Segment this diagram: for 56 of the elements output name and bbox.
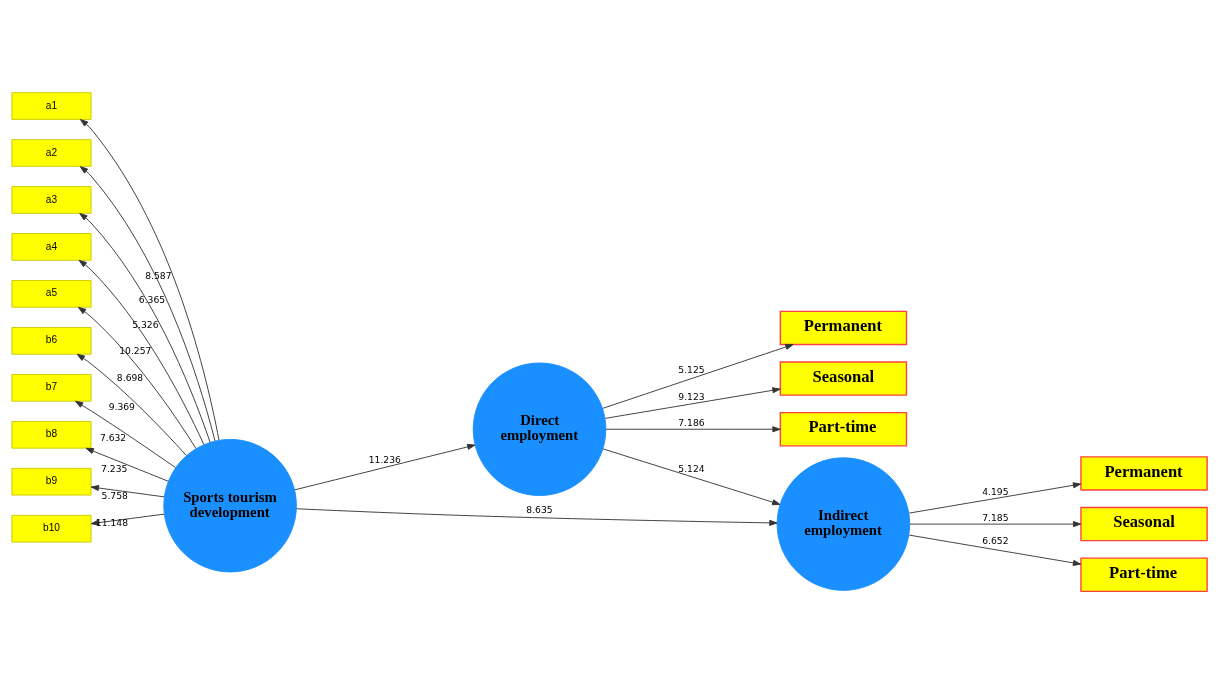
node-box: Permanent [779, 310, 908, 346]
edge-label: 6.365 [138, 294, 166, 306]
edge-label: 5.125 [678, 364, 705, 376]
arrow [79, 166, 216, 442]
edge-label: 11.236 [368, 454, 401, 466]
arrow [294, 443, 476, 491]
arrow [79, 213, 211, 443]
edge-label: 8.635 [526, 504, 553, 516]
node-box: a5 [11, 280, 92, 308]
edge-label: 10.257 [119, 344, 152, 356]
arrow [908, 534, 1082, 566]
node-box: Part-time [779, 412, 908, 447]
edge-label: 9.123 [678, 390, 705, 402]
node-box: Seasonal [779, 361, 908, 396]
node-box: b7 [11, 374, 92, 402]
arrow [76, 353, 187, 456]
node-box: a1 [11, 92, 92, 120]
arrow [602, 448, 781, 506]
node-box: Seasonal [1080, 506, 1208, 542]
node-box: b9 [11, 467, 92, 496]
arrow [604, 387, 781, 419]
node-box: a4 [11, 233, 92, 261]
arrow [75, 400, 177, 469]
arrow [296, 508, 778, 526]
edge-label: 9.369 [108, 400, 135, 412]
edge-label: 5.758 [101, 490, 128, 502]
arrow [77, 306, 197, 449]
node-box: a2 [11, 139, 92, 167]
arrow [90, 484, 165, 498]
edge-label: 11.148 [95, 517, 129, 529]
node-circle: Direct employment [472, 362, 607, 496]
node-box: b6 [11, 327, 92, 355]
arrow [909, 521, 1082, 528]
edge-label: 8.698 [116, 371, 144, 383]
node-circle: Sports tourism development [163, 438, 297, 573]
arrow [85, 447, 169, 482]
edge-label: 5.124 [678, 462, 705, 474]
arrow [605, 426, 781, 433]
node-box: a3 [11, 186, 92, 214]
node-box: b8 [11, 420, 92, 449]
arrow [78, 259, 205, 446]
edge-label: 7.185 [982, 512, 1009, 524]
node-box: Permanent [1080, 456, 1208, 491]
edge-label: 7.235 [101, 463, 128, 475]
arrow [908, 482, 1082, 514]
edge-label: 5.326 [132, 319, 159, 331]
node-circle: Indirect employment [776, 457, 911, 591]
edge-label: 7.186 [678, 417, 705, 429]
arrow [79, 119, 220, 441]
node-box: b10 [11, 514, 92, 543]
edge-label: 6.652 [982, 535, 1009, 547]
arrow [602, 343, 794, 409]
edge-label: 7.632 [99, 432, 127, 444]
node-box: Part-time [1080, 557, 1208, 592]
edge-label: 4.195 [982, 485, 1009, 497]
edge-label: 8.587 [145, 269, 172, 281]
